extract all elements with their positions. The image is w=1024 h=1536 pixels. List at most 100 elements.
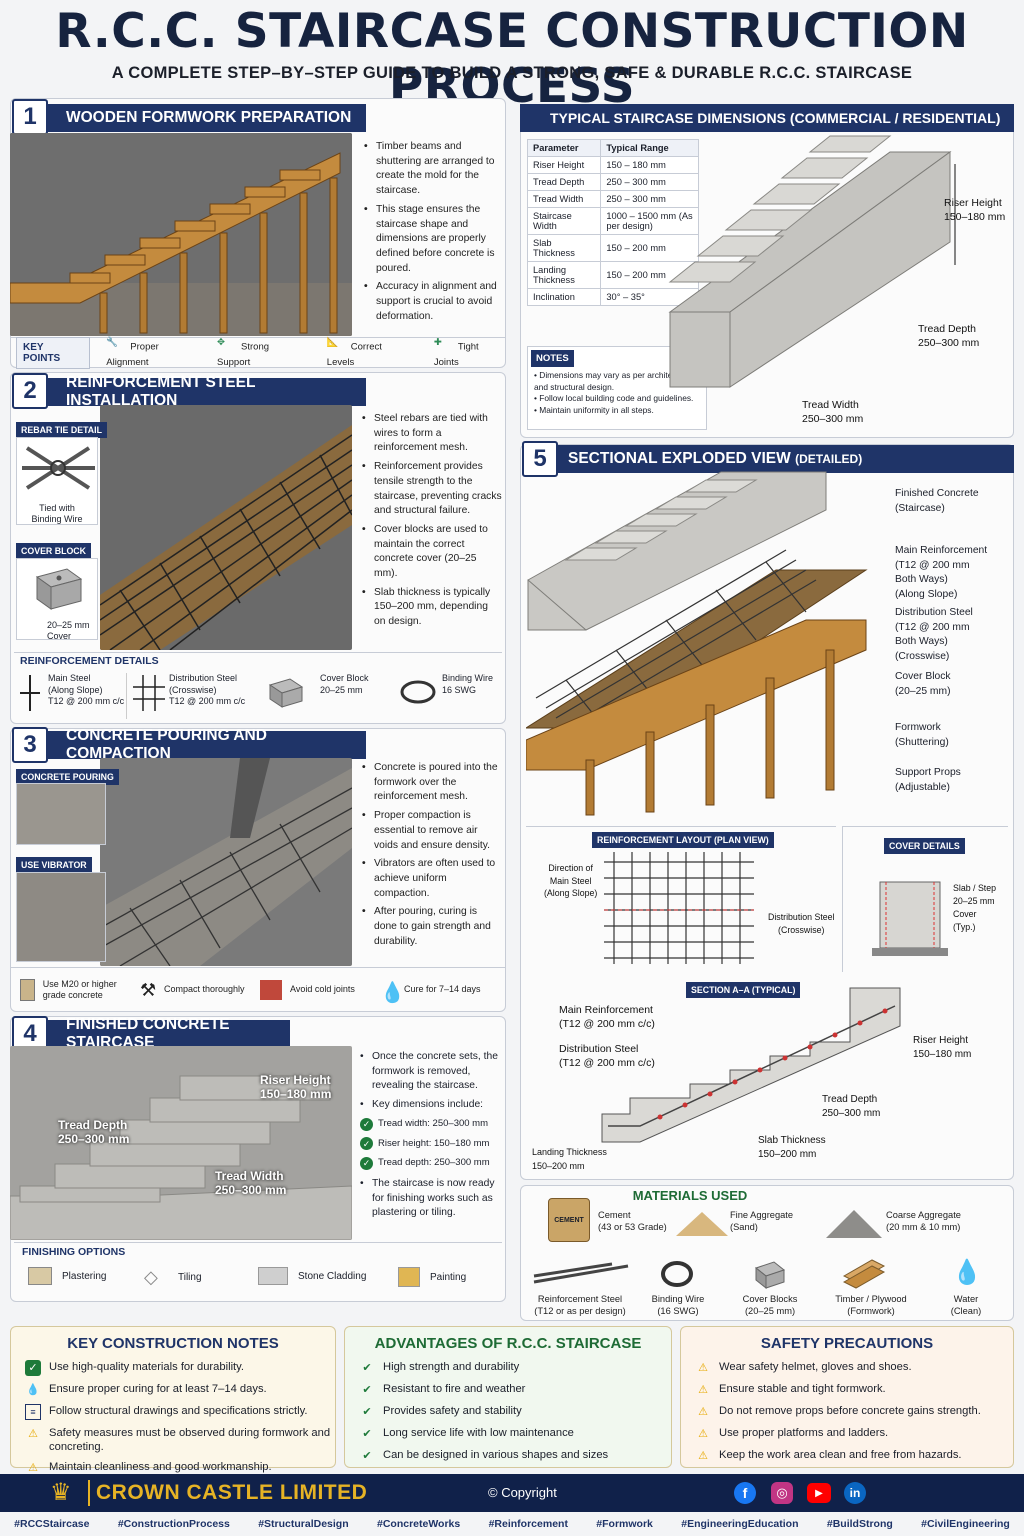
step2-header: REINFORCEMENT STEEL INSTALLATION (18, 374, 366, 409)
steel-bars-icon (533, 1262, 629, 1284)
bullet: This stage ensures the staircase shape a… (364, 203, 500, 277)
bullet: Reinforcement provides tensile strength … (362, 460, 502, 519)
tip: Avoid cold joints (250, 979, 370, 1000)
linkedin-icon[interactable]: in (844, 1482, 866, 1504)
bullet: Steel rebars are tied with wires to form… (362, 412, 502, 456)
instagram-icon[interactable]: ◎ (771, 1482, 793, 1504)
plywood-icon (842, 1259, 886, 1289)
list-item: ✔High strength and durability (359, 1360, 671, 1376)
stone-icon (258, 1267, 288, 1285)
dimension-stair-drawing (668, 135, 956, 388)
bullet: After pouring, curing is done to gain st… (362, 905, 502, 949)
hashtag[interactable]: #Reinforcement (488, 1518, 568, 1530)
step2-title: REINFORCEMENT STEEL INSTALLATION (66, 374, 256, 409)
check-icon: ✔ (362, 1406, 372, 1418)
copyright-text: © Copyright (488, 1485, 557, 1500)
check-item: ✓Riser height: 150–180 mm (360, 1137, 502, 1152)
bullet: Proper compaction is essential to remove… (362, 809, 502, 853)
formwork-photo (10, 133, 352, 336)
check-icon: ✔ (362, 1384, 372, 1396)
trowel-icon (28, 1267, 52, 1285)
page-subtitle: A COMPLETE STEP–BY–STEP GUIDE TO BUILD A… (111, 64, 913, 82)
brand-bar: ♛ CROWN CASTLE LIMITED © Copyright f ◎ ▶… (0, 1474, 1024, 1512)
hashtag[interactable]: #ConcreteWorks (376, 1518, 461, 1530)
section-badge: SECTION A–A (TYPICAL) (686, 982, 801, 998)
joint-icon: ✚ (433, 337, 442, 348)
check-icon: ✔ (362, 1428, 372, 1440)
advantages-title: ADVANTAGES OF R.C.C. STAIRCASE (374, 1335, 642, 1352)
warning-icon: ⚠ (698, 1384, 708, 1396)
paint-icon (398, 1267, 420, 1287)
brick-icon (260, 979, 282, 1000)
material-item: Reinforcement Steel(T12 or as per design… (534, 1294, 626, 1316)
list-item: ⚠Ensure stable and tight formwork. (695, 1382, 1013, 1398)
rebar-tie-image: Tied with Binding Wire (16, 437, 98, 525)
details-title: REINFORCEMENT DETAILS (20, 655, 159, 667)
label-formwork: Formwork(Shuttering) (895, 722, 949, 748)
hashtag[interactable]: #EngineeringEducation (681, 1518, 799, 1530)
hashtag[interactable]: #Formwork (596, 1518, 653, 1530)
hashtag[interactable]: #BuildStrong (826, 1518, 893, 1530)
youtube-icon[interactable]: ▶ (807, 1483, 831, 1503)
hashtag[interactable]: #StructuralDesign (258, 1518, 349, 1530)
water-drop-icon: 💧 (26, 1384, 40, 1396)
list-item: ✔Resistant to fire and weather (359, 1382, 671, 1398)
section-drawing (601, 987, 901, 1143)
tools-icon: 🔧 (106, 337, 119, 348)
step3-header: CONCRETE POURING AND COMPACTION (18, 727, 366, 762)
section-distribution-label: Distribution Steel(T12 @ 200 mm c/c) (559, 1043, 655, 1069)
cover-details-section (842, 826, 1008, 972)
step2-number: 2 (12, 373, 48, 409)
cover-blocks-icon (754, 1261, 786, 1290)
step3-tips: Use M20 or higher grade concrete ⚒Compac… (10, 967, 506, 1011)
finished-stair-photo (10, 1046, 352, 1240)
sand-icon (676, 1212, 728, 1236)
safety-title: SAFETY PRECAUTIONS (760, 1335, 934, 1352)
binding-wire-icon (661, 1261, 693, 1287)
warning-icon: ⚠ (28, 1462, 38, 1474)
key-notes-box: KEY CONSTRUCTION NOTES ✓Use high-quality… (10, 1326, 336, 1474)
step4-header: FINISHED CONCRETE STAIRCASE (18, 1016, 290, 1051)
step5-header: SECTIONAL EXPLODED VIEW (DETAILED) (528, 445, 1014, 473)
hashtag[interactable]: #ConstructionProcess (117, 1518, 230, 1530)
cover-block-image: 20–25 mm Cover (16, 558, 98, 641)
concrete-pour-image (16, 783, 106, 845)
list-item: ⚠Safety measures must be observed during… (25, 1426, 335, 1454)
step1-header: WOODEN FORMWORK PREPARATION (18, 104, 366, 132)
tile-icon: ◇ (144, 1267, 158, 1287)
warning-icon: ⚠ (698, 1428, 708, 1440)
cover-block-badge: COVER BLOCK (16, 543, 92, 559)
warning-icon: ⚠ (698, 1362, 708, 1374)
list-item: ✔Long service life with low maintenance (359, 1426, 671, 1442)
vibrator-icon: ⚒ (140, 979, 157, 1000)
hashtag[interactable]: #RCCStaircase (14, 1518, 90, 1530)
finishing-options: FINISHING OPTIONS Plastering ◇Tiling Sto… (14, 1242, 502, 1300)
cover-details-badge: COVER DETAILS (884, 838, 965, 854)
material-item: Binding Wire(16 SWG) (651, 1294, 705, 1316)
plan-distribution-label: Distribution Steel(Crosswise) (768, 912, 835, 935)
tip: 💧Cure for 7–14 days (380, 981, 481, 1004)
facebook-icon[interactable]: f (734, 1482, 756, 1504)
check-icon: ✓ (360, 1117, 373, 1131)
shield-icon: ✓ (25, 1360, 41, 1376)
list-item: ✓Use high-quality materials for durabili… (25, 1360, 335, 1376)
step1-number: 1 (12, 99, 48, 135)
bullet: Concrete is poured into the formwork ove… (362, 761, 502, 805)
plan-view-section (526, 826, 836, 972)
step5-title-suffix: (DETAILED) (795, 452, 863, 466)
list-item: ≡Follow structural drawings and specific… (25, 1404, 335, 1420)
section-main-label: Main Reinforcement(T12 @ 200 mm c/c) (559, 1004, 655, 1030)
label-support-props: Support Props(Adjustable) (895, 767, 961, 793)
check-icon: ✓ (360, 1157, 373, 1171)
finish-option: ◇Tiling (144, 1267, 202, 1287)
hashtag[interactable]: #CivilEngineering (921, 1518, 1010, 1530)
